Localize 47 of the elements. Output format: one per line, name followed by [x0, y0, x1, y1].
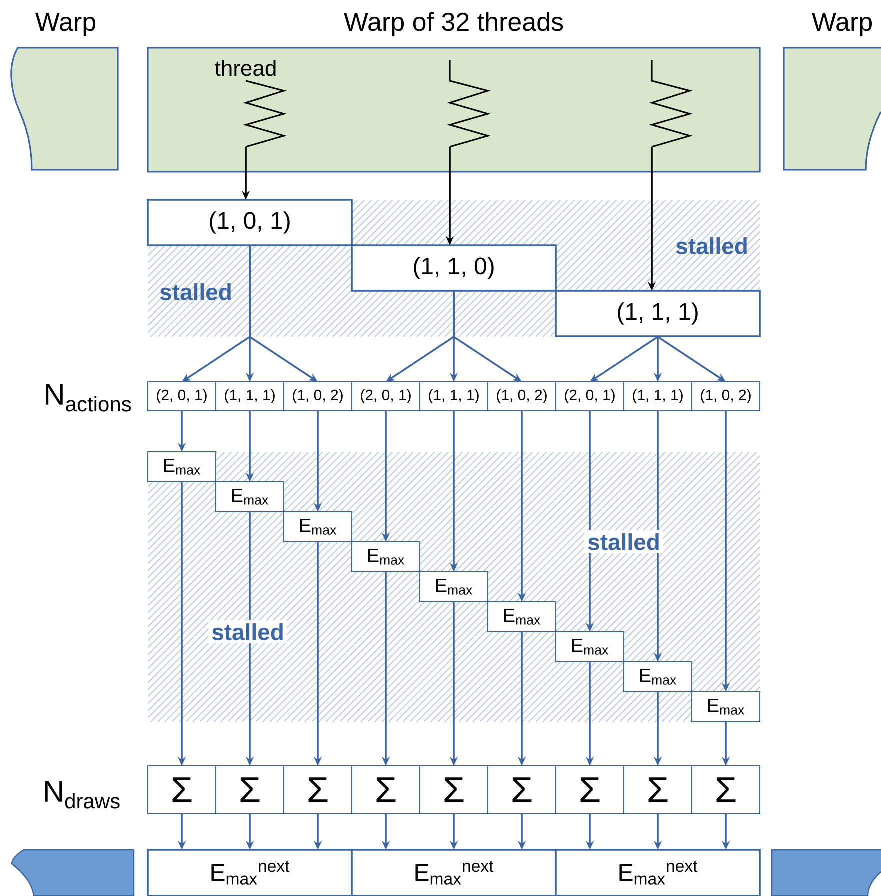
action-cell: (2, 0, 1) — [352, 382, 420, 412]
emax-cell: E$_{max}$ — [624, 662, 692, 692]
sum-cell: Σ — [216, 766, 284, 814]
action-cell: (1, 1, 1) — [624, 382, 692, 412]
action-cell: (1, 1, 1) — [216, 382, 284, 412]
warp-label: Warp — [36, 13, 96, 36]
emax-cell: E$_{max}$ — [352, 542, 420, 572]
emax-cell: E$_{max}$ — [284, 512, 352, 542]
emax-cell: E$_{max}$ — [692, 692, 760, 722]
emax-cell: E$_{max}$ — [488, 602, 556, 632]
emax-cell: E$_{max}$ — [148, 452, 216, 482]
warp-panel — [11, 849, 135, 896]
panel-title: Warp of 32 threads — [344, 12, 564, 36]
sum-cell: Σ — [556, 766, 624, 814]
tuple-box: (1, 0, 1) — [147, 199, 353, 246]
emax-cell: E$_{max}$ — [420, 572, 488, 602]
action-cell: (1, 0, 2) — [692, 382, 760, 412]
row-label: N$_{draws}$ — [45, 781, 120, 809]
stalled-label: stalled — [208, 620, 288, 644]
stalled-label: stalled — [676, 238, 747, 254]
sum-cell: Σ — [148, 766, 216, 814]
stalled-label: stalled — [584, 530, 664, 554]
thread-zigzag — [649, 60, 693, 148]
tuple-box: (1, 1, 1) — [555, 290, 761, 338]
warp-panel — [771, 849, 881, 896]
thread-label: thread — [215, 60, 276, 76]
row-label: N$_{actions}$ — [46, 384, 132, 412]
action-cell: (1, 0, 2) — [488, 382, 556, 412]
sum-cell: Σ — [284, 766, 352, 814]
sum-cell: Σ — [488, 766, 556, 814]
result-box: E$_{max}$next — [555, 849, 761, 896]
thread-zigzag — [447, 60, 491, 148]
action-cell: (2, 0, 1) — [556, 382, 624, 412]
warp-label: Warp — [812, 13, 872, 36]
result-box: E$_{max}$next — [351, 849, 557, 896]
sum-cell: Σ — [624, 766, 692, 814]
action-cell: (2, 0, 1) — [148, 382, 216, 412]
sum-cell: Σ — [692, 766, 760, 814]
action-cell: (1, 1, 1) — [420, 382, 488, 412]
result-box: E$_{max}$next — [147, 849, 353, 896]
emax-cell: E$_{max}$ — [556, 632, 624, 662]
tuple-box: (1, 1, 0) — [351, 244, 557, 292]
action-cell: (1, 0, 2) — [284, 382, 352, 412]
sum-cell: Σ — [352, 766, 420, 814]
stalled-label: stalled — [160, 284, 231, 300]
sum-cell: Σ — [420, 766, 488, 814]
emax-cell: E$_{max}$ — [216, 482, 284, 512]
